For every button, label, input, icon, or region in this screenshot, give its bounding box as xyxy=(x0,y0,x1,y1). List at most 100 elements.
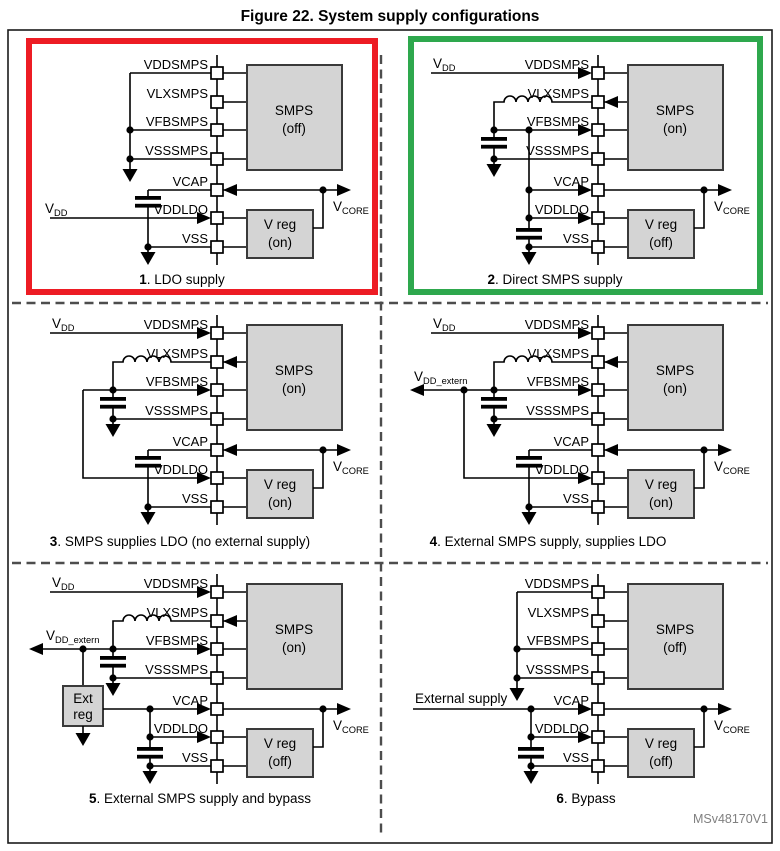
arrow-right xyxy=(197,472,211,484)
smps-label: SMPS xyxy=(656,363,694,378)
arrow-left xyxy=(410,384,424,396)
vreg-state: (on) xyxy=(268,495,292,510)
arrow-right xyxy=(578,184,592,196)
panel-caption: 4. External SMPS supply, supplies LDO xyxy=(430,534,667,549)
vreg-output-wire xyxy=(694,190,705,229)
pin-square-vcap xyxy=(210,702,224,716)
vdd-label: VDD xyxy=(52,575,75,592)
pin-label-vddldo: VDDLDO xyxy=(535,202,589,217)
pin-square-vss xyxy=(591,500,605,514)
highlight-box-green xyxy=(408,36,763,295)
figure-title: Figure 22. System supply configurations xyxy=(241,8,540,25)
arrow-right xyxy=(197,703,211,715)
pin-square-vlxsmps xyxy=(210,614,224,628)
pin-square-vddldo xyxy=(210,730,224,744)
pin-square-vfbsmps xyxy=(591,642,605,656)
pin-label-vsssmps: VSSSMPS xyxy=(526,143,589,158)
pin-square-vss xyxy=(210,240,224,254)
smps-block xyxy=(627,583,724,690)
arrow-left xyxy=(604,356,618,368)
arrow-left xyxy=(29,643,43,655)
pin-label-vss: VSS xyxy=(563,231,589,246)
pin-square-vss xyxy=(591,759,605,773)
smps-label: SMPS xyxy=(275,363,313,378)
highlight-box-red xyxy=(26,38,378,295)
capacitor-plate xyxy=(481,137,507,141)
vreg-label: V reg xyxy=(645,477,677,492)
capacitor-plate xyxy=(518,747,544,751)
inductor xyxy=(112,614,211,649)
pin-square-vss xyxy=(210,500,224,514)
pin-square-vlxsmps xyxy=(591,614,605,628)
pin-square-vddldo xyxy=(210,211,224,225)
smps-label: SMPS xyxy=(656,103,694,118)
arrow-right xyxy=(197,212,211,224)
capacitor-plate xyxy=(481,144,507,149)
vcore-label: VCORE xyxy=(333,199,369,216)
wire xyxy=(463,390,578,479)
wire xyxy=(82,390,197,479)
panel-caption: 6. Bypass xyxy=(556,791,616,806)
capacitor-plate xyxy=(100,656,126,660)
smps-block xyxy=(627,64,724,171)
pin-square-vfbsmps xyxy=(591,383,605,397)
ext-reg-label: reg xyxy=(73,707,93,722)
vreg-label: V reg xyxy=(264,217,296,232)
vreg-label: V reg xyxy=(264,477,296,492)
arrow-right xyxy=(337,444,351,456)
smps-block xyxy=(246,583,343,690)
arrow-left xyxy=(223,356,237,368)
arrow-right xyxy=(197,643,211,655)
arrow-left xyxy=(604,96,618,108)
panel-6: VDDSMPSVLXSMPSVFBSMPSVSSSMPSVCAPVDDLDOVS… xyxy=(413,574,750,806)
ground-symbol xyxy=(75,733,91,746)
pin-square-vddsmps xyxy=(210,326,224,340)
arrow-right xyxy=(578,731,592,743)
capacitor-plate xyxy=(135,203,161,208)
pin-label-vfbsmps: VFBSMPS xyxy=(527,114,589,129)
pin-square-vcap xyxy=(210,443,224,457)
smps-label: SMPS xyxy=(275,622,313,637)
vreg-block xyxy=(627,469,695,519)
watermark-label: MSv48170V1 xyxy=(693,812,768,826)
pin-label-vlxsmps: VLXSMPS xyxy=(147,605,209,620)
vreg-state: (off) xyxy=(649,754,673,769)
arrow-right xyxy=(578,384,592,396)
smps-state: (off) xyxy=(663,640,687,655)
pin-square-vfbsmps xyxy=(210,123,224,137)
arrow-right xyxy=(197,327,211,339)
vreg-block xyxy=(246,728,314,778)
panel-2: VDDSMPSVLXSMPSVFBSMPSVSSSMPSVCAPVDDLDOVS… xyxy=(431,55,750,287)
smps-label: SMPS xyxy=(275,103,313,118)
ground-symbol xyxy=(140,512,156,525)
smps-state: (on) xyxy=(282,381,306,396)
pin-square-vsssmps xyxy=(591,671,605,685)
arrow-right xyxy=(337,184,351,196)
vreg-block xyxy=(627,209,695,259)
vdd-label: VDD xyxy=(52,316,75,333)
vreg-state: (off) xyxy=(268,754,292,769)
pin-square-vfbsmps xyxy=(591,123,605,137)
panel-5: VDDSMPSVLXSMPSVFBSMPSVSSSMPSVCAPVDDLDOVS… xyxy=(29,574,369,806)
capacitor-plate xyxy=(481,397,507,401)
arrow-right xyxy=(578,67,592,79)
panel-3: VDDSMPSVLXSMPSVFBSMPSVSSSMPSVCAPVDDLDOVS… xyxy=(50,315,369,549)
capacitor-plate xyxy=(135,463,161,468)
panel-caption: 3. SMPS supplies LDO (no external supply… xyxy=(50,534,310,549)
capacitor-plate xyxy=(516,463,542,468)
pin-label-vlxsmps: VLXSMPS xyxy=(528,86,590,101)
vreg-block xyxy=(246,469,314,519)
pin-square-vss xyxy=(591,240,605,254)
arrow-right xyxy=(578,124,592,136)
capacitor-plate xyxy=(518,754,544,759)
ground-symbol xyxy=(486,424,502,437)
smps-state: (off) xyxy=(282,121,306,136)
ground-symbol xyxy=(105,424,121,437)
pin-label-vddldo: VDDLDO xyxy=(154,462,208,477)
arrow-left xyxy=(223,444,237,456)
vcore-label: VCORE xyxy=(714,718,750,735)
vreg-label: V reg xyxy=(645,217,677,232)
vdd-label: VDD xyxy=(433,56,456,73)
pin-label-vss: VSS xyxy=(563,491,589,506)
